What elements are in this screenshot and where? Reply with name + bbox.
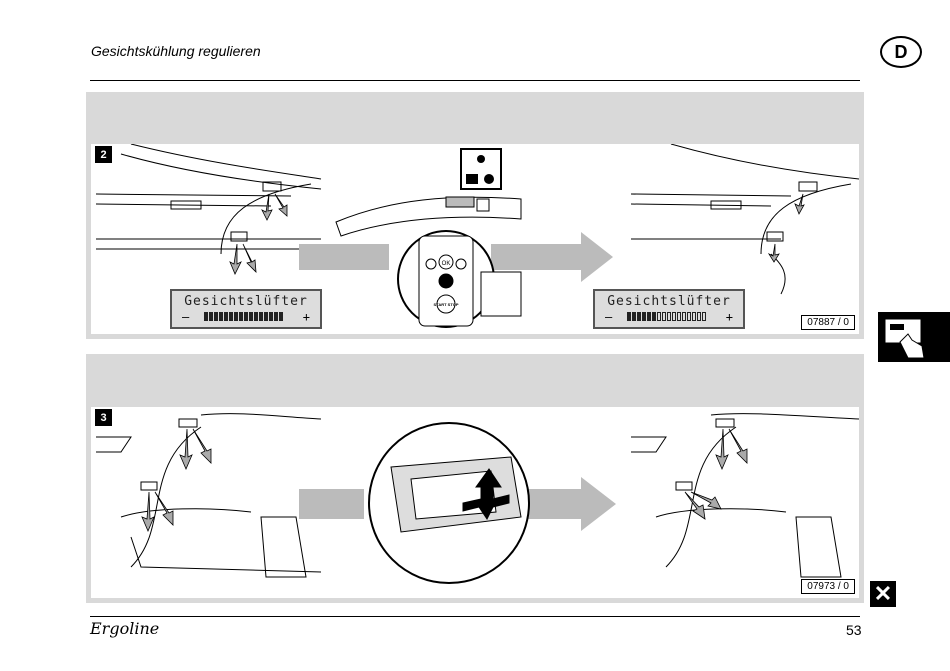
step-2-section: 2 [86, 92, 864, 339]
fan-level-segment [214, 312, 218, 321]
step-3-section: 3 [86, 354, 864, 603]
fan-level-segment [637, 312, 641, 321]
fan-level-segment [264, 312, 268, 321]
fan-level-segment [697, 312, 701, 321]
fan-level-segment [269, 312, 273, 321]
fan-level-segment [667, 312, 671, 321]
fan-level-segment [254, 312, 258, 321]
left-grey-arrow [299, 244, 389, 270]
fan-level-segment [259, 312, 263, 321]
fan-level-bar [627, 312, 706, 321]
step-3-illustration: 3 [91, 407, 859, 598]
header-divider [90, 80, 860, 81]
figure-code: 07973 / 0 [801, 579, 855, 594]
right-grey-arrow [521, 477, 616, 531]
fan-level-segment [224, 312, 228, 321]
fan-level-segment [652, 312, 656, 321]
keypad-start-stop-label: START STOP [434, 302, 459, 307]
fan-level-segment [687, 312, 691, 321]
close-icon[interactable]: ✕ [870, 581, 896, 607]
fan-level-segment [662, 312, 666, 321]
fan-level-segment [249, 312, 253, 321]
fan-level-segment [657, 312, 661, 321]
vent-zoom [368, 422, 530, 584]
fan-level-segment [647, 312, 651, 321]
hand-panel-icon [885, 319, 925, 359]
fan-level-segment [672, 312, 676, 321]
keypad-ok-label: OK [442, 261, 451, 267]
fan-level-segment [244, 312, 248, 321]
step-number-badge: 3 [95, 409, 112, 426]
fan-level-segment [229, 312, 233, 321]
brand-logo: Ergoline [90, 619, 160, 638]
step-2-illustration: 2 [91, 144, 859, 334]
fan-level-segment [234, 312, 238, 321]
footer-divider [90, 616, 860, 617]
lcd-label: Gesichtslüfter [184, 294, 308, 309]
fan-level-segment [274, 312, 278, 321]
step-2-drawing: OK START STOP [95, 144, 859, 328]
left-cabin-lines [96, 413, 322, 578]
language-badge: D [880, 36, 922, 68]
right-airflow-arrows [767, 193, 805, 263]
fan-level-segment [239, 312, 243, 321]
figure-code: 07887 / 0 [801, 315, 855, 330]
fan-level-segment [692, 312, 696, 321]
step-number-badge: 2 [95, 146, 112, 163]
keypad-zoom [397, 230, 522, 328]
right-airflow-arrows [684, 428, 748, 520]
left-airflow-arrows [229, 193, 288, 275]
fan-level-segment [642, 312, 646, 321]
fan-level-bar [204, 312, 283, 321]
lcd-plus: + [302, 310, 310, 324]
lcd-minus: – [605, 310, 613, 324]
control-strip [335, 196, 522, 237]
fan-level-segment [219, 312, 223, 321]
page-number: 53 [846, 622, 862, 638]
control-panel-tab [878, 312, 950, 362]
fan-level-segment [682, 312, 686, 321]
right-cabin-lines [631, 413, 859, 578]
lcd-display-left: Gesichtslüfter – + [170, 289, 322, 329]
lcd-label: Gesichtslüfter [607, 294, 731, 309]
fan-level-segment [627, 312, 631, 321]
fan-level-segment [632, 312, 636, 321]
fan-level-segment [204, 312, 208, 321]
right-grey-arrow [491, 232, 613, 282]
lcd-plus: + [725, 310, 733, 324]
fan-level-segment [279, 312, 283, 321]
page-title: Gesichtskühlung regulieren [91, 43, 261, 59]
left-grey-arrow [299, 489, 364, 519]
fan-level-segment [702, 312, 706, 321]
left-cabin-lines [95, 144, 322, 255]
step-3-drawing [96, 413, 859, 584]
fan-level-segment [677, 312, 681, 321]
fan-level-segment [209, 312, 213, 321]
fan-icon [460, 148, 502, 190]
lcd-display-right: Gesichtslüfter – + [593, 289, 745, 329]
right-cabin-lines [630, 144, 859, 295]
lcd-minus: – [182, 310, 190, 324]
left-airflow-arrows [141, 428, 212, 533]
